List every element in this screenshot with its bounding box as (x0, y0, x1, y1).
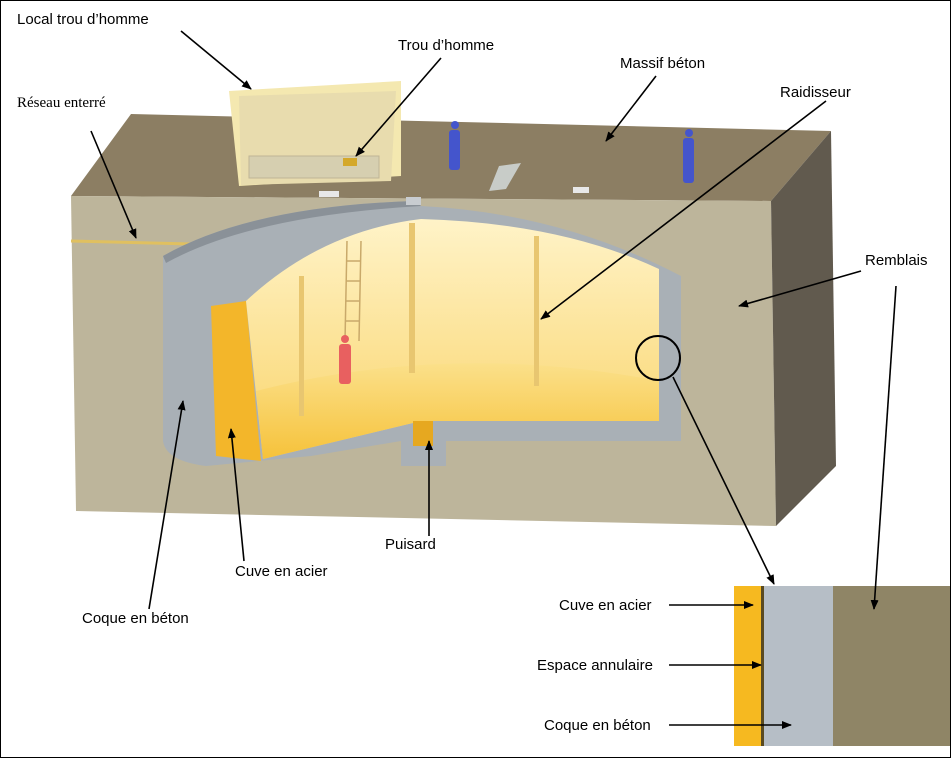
hatch (489, 163, 521, 191)
detail-label-cuve-acier: Cuve en acier (559, 597, 652, 614)
label-puisard: Puisard (385, 536, 436, 553)
person-figure (339, 335, 351, 384)
label-raidisseur: Raidisseur (780, 84, 851, 101)
label-cuve-acier: Cuve en acier (235, 563, 328, 580)
steel-tank-wall (211, 301, 261, 461)
vent (406, 197, 421, 205)
detail-callout-circle (635, 335, 681, 381)
label-trou-homme: Trou d’homme (398, 37, 494, 54)
person-figure (449, 121, 694, 183)
label-remblais: Remblais (865, 252, 928, 269)
vent (573, 187, 589, 193)
buried-pipe (70, 239, 192, 246)
vent (319, 191, 339, 197)
detail-label-coque-beton: Coque en béton (544, 717, 651, 734)
detail-label-espace-annulaire: Espace annulaire (537, 657, 653, 674)
sump (413, 421, 433, 446)
arrows (90, 30, 897, 729)
stiffener (299, 276, 304, 416)
detail-inset (734, 586, 950, 746)
stiffener (534, 236, 539, 386)
label-coque-beton: Coque en béton (82, 610, 189, 627)
label-reseau-enterre: Réseau enterré (17, 95, 106, 111)
label-massif-beton: Massif béton (620, 55, 705, 72)
ladder (344, 240, 362, 342)
ground-side-face (771, 131, 836, 526)
stiffener (409, 223, 415, 373)
manhole-housing (229, 81, 401, 186)
label-local-trou-homme: Local trou d’homme (17, 11, 149, 28)
